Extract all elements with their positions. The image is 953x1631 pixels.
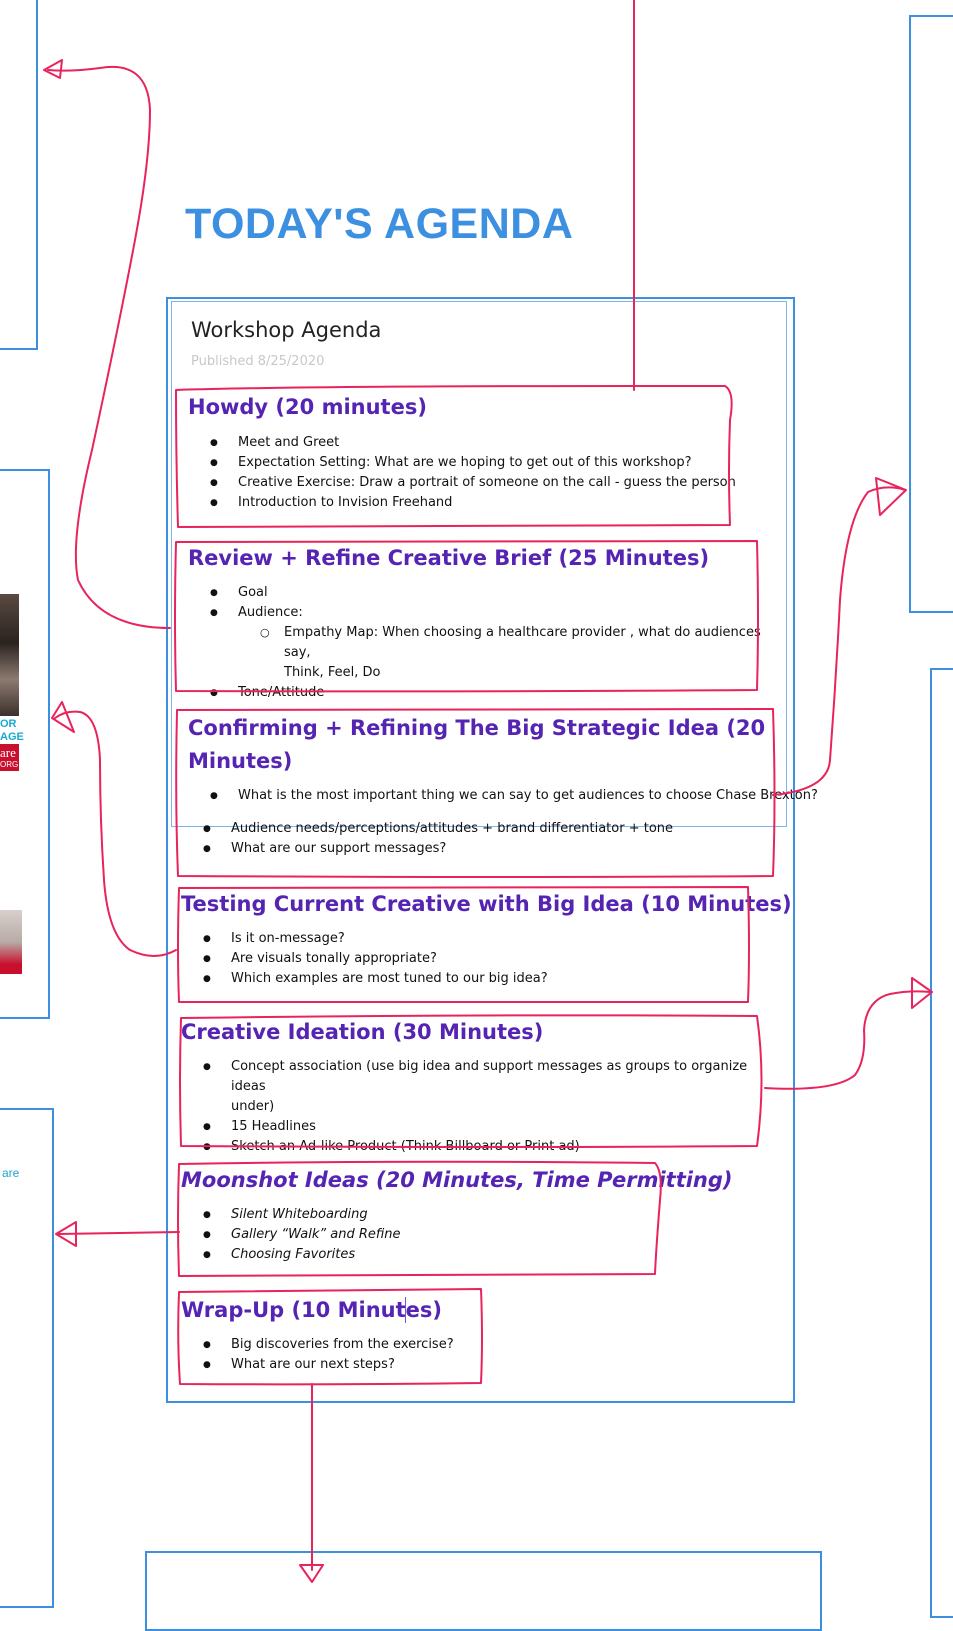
list-item: Silent Whiteboarding: [203, 1205, 401, 1225]
left-logo-text-2: ORG: [0, 760, 19, 769]
ink-box-howdy: [175, 385, 733, 528]
section-list-moonshot: Silent Whiteboarding Gallery “Walk” and …: [203, 1205, 401, 1265]
list-item: Audience needs/perceptions/attitudes + b…: [203, 819, 673, 839]
document-title: Workshop Agenda: [191, 318, 382, 342]
section-list-ideation: Concept association (use big idea and su…: [203, 1057, 763, 1157]
list-item: Creative Exercise: Draw a portrait of so…: [210, 473, 736, 493]
ink-box-testing: [177, 886, 750, 1004]
text-cursor: [405, 1297, 406, 1323]
list-sub-item-continued-text: Think, Feel, Do: [284, 665, 381, 680]
ink-arrow-to-left-top: [47, 65, 171, 629]
ink-arrow-to-left-bottom: [57, 1231, 180, 1235]
ink-box-wrapup: [177, 1288, 483, 1386]
list-item: Tone/Attitude: [210, 683, 770, 703]
list-item: Meet and Greet: [210, 433, 736, 453]
section-list-big-idea-2: Audience needs/perceptions/attitudes + b…: [203, 819, 673, 859]
list-item: Expectation Setting: What are we hoping …: [210, 453, 736, 473]
section-heading-big-idea-line2: Minutes): [188, 749, 293, 773]
ink-arrow-to-right-bottom: [764, 990, 931, 1090]
list-item: What are our support messages?: [203, 839, 673, 859]
section-list-creative-brief: Goal Audience: Empathy Map: When choosin…: [210, 583, 770, 703]
list-sub-item: Empathy Map: When choosing a healthcare …: [210, 623, 770, 663]
section-heading-howdy: Howdy (20 minutes): [188, 395, 427, 419]
list-item: 15 Headlines: [203, 1117, 763, 1137]
list-item: Big discoveries from the exercise?: [203, 1335, 454, 1355]
list-item: Audience:: [210, 603, 770, 623]
list-item: Gallery “Walk” and Refine: [203, 1225, 401, 1245]
list-item: Choosing Favorites: [203, 1245, 401, 1265]
list-item: Which examples are most tuned to our big…: [203, 969, 548, 989]
list-item: What is the most important thing we can …: [210, 786, 818, 806]
section-list-big-idea-1: What is the most important thing we can …: [210, 786, 818, 806]
section-heading-wrapup: Wrap-Up (10 Minutes): [181, 1298, 442, 1322]
list-item: Concept association (use big idea and su…: [203, 1057, 763, 1097]
left-fragment-age: AGE: [0, 731, 24, 743]
list-item: Is it on-message?: [203, 929, 548, 949]
list-item: Goal: [210, 583, 770, 603]
section-heading-big-idea-line1: Confirming + Refining The Big Strategic …: [188, 716, 766, 740]
section-list-testing: Is it on-message? Are visuals tonally ap…: [203, 929, 548, 989]
section-heading-moonshot: Moonshot Ideas (20 Minutes, Time Permitt…: [181, 1168, 733, 1192]
list-item-continued: under): [203, 1097, 763, 1117]
ink-arrowhead-left-top: [43, 59, 63, 79]
ink-arrowhead-left-middle: [51, 701, 75, 733]
ink-arrow-to-right-top: [772, 486, 906, 796]
list-item: Introduction to Invision Freehand: [210, 493, 736, 513]
ink-box-big-idea: [175, 708, 776, 878]
ink-arrowhead-right-bottom: [911, 977, 933, 1009]
page-title: TODAY'S AGENDA: [185, 200, 574, 248]
right-card-top[interactable]: [909, 15, 953, 613]
section-list-howdy: Meet and Greet Expectation Setting: What…: [210, 433, 736, 513]
section-heading-big-idea: Confirming + Refining The Big Strategic …: [188, 712, 765, 778]
section-list-wrapup: Big discoveries from the exercise? What …: [203, 1335, 454, 1375]
left-card-top[interactable]: [0, 0, 38, 350]
list-sub-item-continued: Think, Feel, Do: [210, 663, 770, 683]
list-item-continued-text: under): [231, 1099, 275, 1114]
ink-arrowhead-bottom: [299, 1564, 324, 1583]
ink-arrowhead-right-top: [875, 477, 907, 516]
agenda-card[interactable]: [166, 297, 795, 1403]
left-logo-text: are: [0, 745, 16, 760]
section-heading-ideation: Creative Ideation (30 Minutes): [181, 1020, 544, 1044]
list-item: Are visuals tonally appropriate?: [203, 949, 548, 969]
ink-arrowhead-left-bottom: [55, 1221, 77, 1247]
ink-box-moonshot: [177, 1160, 662, 1277]
left-fragment-or: OR: [0, 718, 17, 730]
ink-arrow-to-left-middle: [54, 710, 177, 957]
left-photo-1: [0, 594, 19, 716]
published-date: Published 8/25/2020: [191, 354, 325, 369]
ink-box-ideation: [179, 1014, 763, 1148]
list-item: What are our next steps?: [203, 1355, 454, 1375]
left-card-text: are: [2, 1166, 20, 1180]
section-heading-creative-brief: Review + Refine Creative Brief (25 Minut…: [188, 546, 710, 570]
section-heading-testing: Testing Current Creative with Big Idea (…: [181, 892, 792, 916]
left-logo-block: [0, 744, 19, 771]
ink-box-creative-brief: [174, 540, 759, 693]
left-photo-2: [0, 910, 22, 974]
left-card-middle[interactable]: [0, 469, 50, 1019]
